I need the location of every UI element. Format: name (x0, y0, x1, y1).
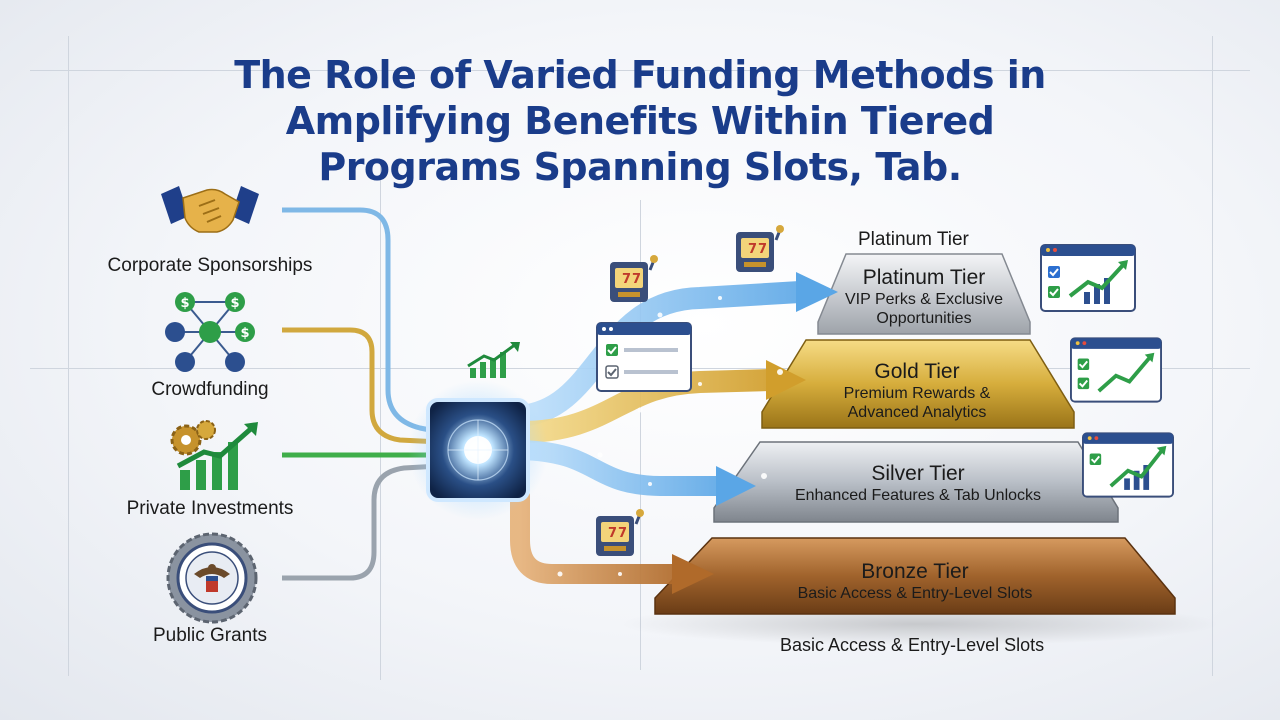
source-label-public-grants: Public Grants (152, 625, 268, 646)
slot-machine-icon: 7 7 (596, 509, 644, 556)
svg-text:7: 7 (758, 242, 767, 257)
tier-desc-bronze-1: Basic Access & Entry-Level Slots (797, 585, 1033, 602)
gears-growth-chart-icon (170, 420, 258, 490)
tier-bronze: Bronze Tier Basic Access & Entry-Level S… (700, 560, 1130, 603)
tier-silver: Silver Tier Enhanced Features & Tab Unlo… (740, 462, 1096, 505)
slot-machine-icon: 7 7 (736, 225, 784, 272)
arrow-to-silver (510, 440, 730, 496)
arrow-head-platinum (796, 272, 838, 312)
flow-line-corporate (282, 207, 441, 435)
source-label-private-investments: Private Investments (126, 498, 294, 519)
bronze-tier-slab (654, 537, 1176, 615)
arrow-to-bronze (510, 486, 686, 584)
title-line-3: Programs Spanning Slots, Tab. (318, 145, 962, 189)
tier-name-silver: Silver Tier (871, 462, 965, 485)
flow-line-public (282, 463, 441, 581)
growth-chart-icon (467, 342, 520, 378)
slot-machine-icon: 7 7 (610, 255, 658, 302)
tier-desc-gold-1: Premium Rewards & (843, 385, 991, 402)
government-seal-icon (166, 532, 258, 624)
source-label-crowdfunding: Crowdfunding (151, 379, 269, 400)
platinum-tier-slab (817, 253, 1031, 335)
svg-text:$: $ (230, 296, 239, 311)
grid-line (30, 70, 1250, 71)
tier-name-platinum: Platinum Tier (862, 266, 986, 289)
analytics-dashboard-icon (1082, 432, 1174, 498)
floating-label-top: Platinum Tier (858, 229, 969, 250)
arrow-head-gold (766, 360, 806, 400)
svg-text:7: 7 (618, 526, 627, 541)
checklist-window-icon (596, 322, 692, 392)
svg-text:7: 7 (608, 526, 617, 541)
source-label-corporate-sponsorships: Corporate Sponsorships (107, 255, 313, 276)
grid-line (380, 160, 381, 680)
grid-line (68, 36, 69, 676)
tier-desc-gold-2: Advanced Analytics (847, 404, 987, 421)
svg-text:$: $ (180, 296, 189, 311)
title-line-2: Amplifying Benefits Within Tiered (285, 99, 995, 143)
sparkle-dots (557, 296, 783, 577)
grid-line (1212, 36, 1213, 676)
analytics-dashboard-icon (1040, 244, 1136, 312)
svg-text:7: 7 (748, 242, 757, 257)
tier-desc-platinum-2: Opportunities (876, 310, 972, 327)
svg-text:$: $ (240, 326, 249, 341)
tier-name-gold: Gold Tier (874, 360, 960, 383)
svg-text:7: 7 (622, 272, 631, 287)
svg-text:7: 7 (632, 272, 641, 287)
gold-tier-slab (761, 339, 1075, 429)
title-line-1: The Role of Varied Funding Methods in (234, 53, 1046, 97)
tier-desc-platinum-1: VIP Perks & Exclusive (845, 291, 1003, 308)
tier-name-bronze: Bronze Tier (861, 560, 969, 583)
flow-line-crowdfunding (282, 327, 441, 445)
floating-label-bottom: Basic Access & Entry-Level Slots (780, 635, 1045, 655)
page-title: The Role of Varied Funding Methods in Am… (140, 52, 1140, 190)
tier-platinum: Platinum Tier VIP Perks & Exclusive Oppo… (818, 266, 1030, 328)
arrow-head-bronze (672, 554, 714, 594)
tier-desc-silver-1: Enhanced Features & Tab Unlocks (794, 487, 1042, 504)
grid-line (640, 200, 641, 670)
analytics-dashboard-icon (1070, 337, 1162, 403)
tier-gold: Gold Tier Premium Rewards & Advanced Ana… (780, 360, 1054, 422)
arrow-head-silver (716, 466, 756, 506)
handshake-icon (161, 186, 259, 233)
people-network-icon: $ $ $ (165, 292, 255, 372)
silver-tier-slab (713, 441, 1119, 523)
